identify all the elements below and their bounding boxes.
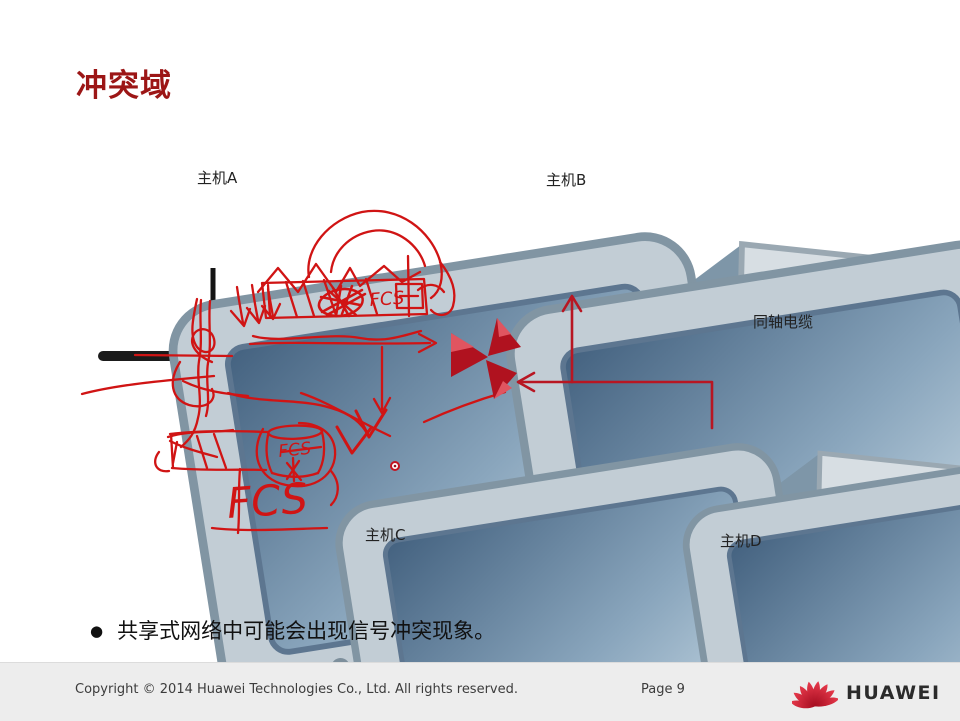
page-title: 冲突域 xyxy=(76,68,172,104)
pointer-dot xyxy=(390,461,400,471)
huawei-wordmark: HUAWEI xyxy=(846,682,941,704)
bullet-line: ● 共享式网络中可能会出现信号冲突现象。 xyxy=(90,616,495,646)
pen-annotations xyxy=(80,209,507,535)
page-number: Page 9 xyxy=(641,682,685,697)
host-a-label: 主机A xyxy=(197,169,238,187)
fcs-big-handwriting: FCS xyxy=(225,473,309,528)
signal-arrows xyxy=(516,294,714,430)
copyright-text: Copyright © 2014 Huawei Technologies Co.… xyxy=(75,682,519,697)
collision-symbol xyxy=(451,318,521,399)
host-drop-lines xyxy=(210,268,738,428)
huawei-logo: HUAWEI xyxy=(792,666,952,716)
host-d-label: 主机D xyxy=(720,532,762,550)
footer-band xyxy=(0,662,960,721)
computer-icon-host-b xyxy=(503,237,960,720)
host-c-label: 主机C xyxy=(365,526,406,544)
fcs-field-handwriting: FCS xyxy=(369,288,405,311)
coaxial-cable-label: 同轴电缆 xyxy=(753,313,814,331)
huawei-flower-icon xyxy=(792,680,838,712)
fcs-cylinder-handwriting: FCS xyxy=(277,439,312,462)
host-b-label: 主机B xyxy=(546,171,587,189)
bullet-marker-icon: ● xyxy=(90,622,104,640)
computer-icon-host-a xyxy=(165,229,960,720)
bullet-text: 共享式网络中可能会出现信号冲突现象。 xyxy=(117,619,496,643)
